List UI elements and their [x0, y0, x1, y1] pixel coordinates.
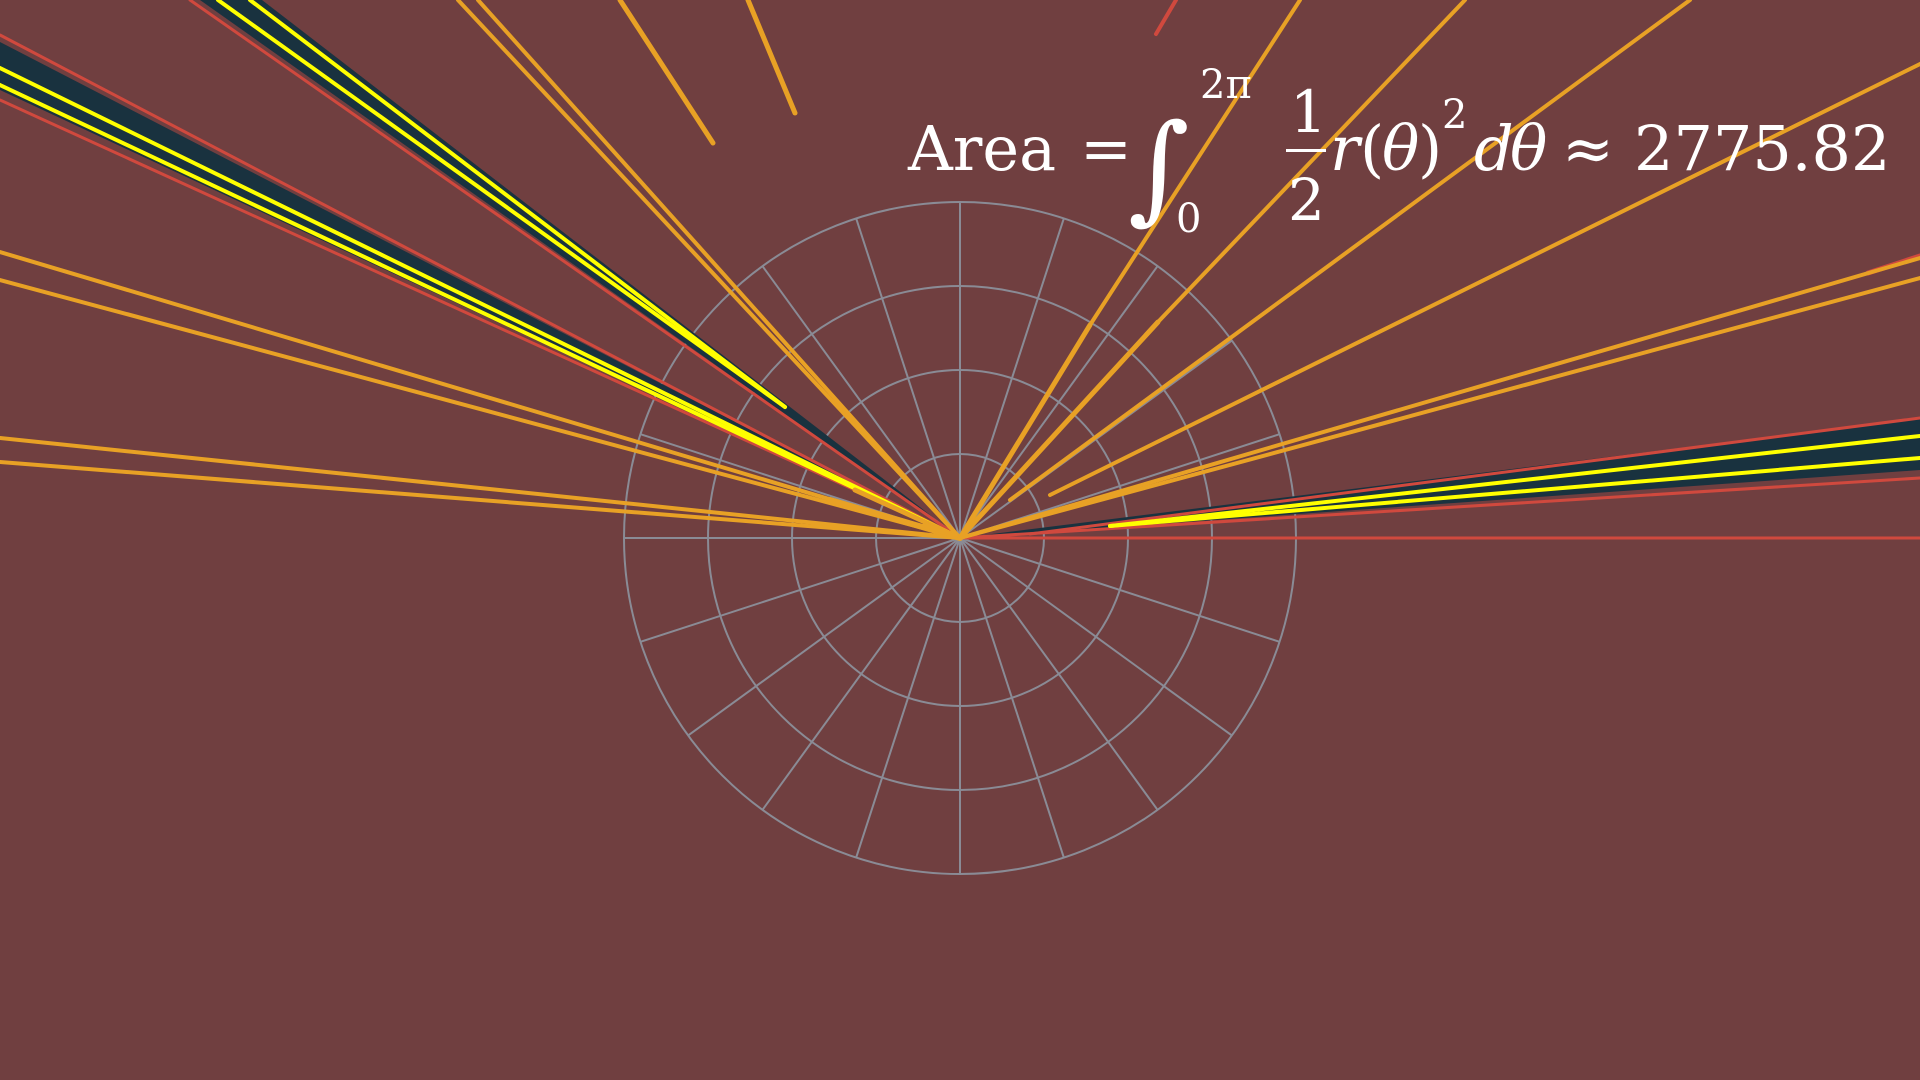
polar-curve-segment: [1008, 0, 1692, 502]
fraction-bar: [1286, 149, 1326, 152]
petal-fill: [0, 42, 960, 538]
grid-spoke: [855, 537, 961, 858]
differential-d: d: [1474, 112, 1514, 185]
integrand-theta: θ: [1382, 112, 1419, 185]
grid-spoke: [855, 218, 961, 539]
integral-sign: ∫: [1128, 98, 1189, 236]
polar-curve-segment: [958, 476, 1920, 540]
polar-curve-segment: [0, 460, 962, 540]
polar-curve-segment: [248, 0, 787, 409]
grid-spoke: [959, 218, 1065, 539]
formula-lhs: Area: [907, 112, 1056, 185]
polar-curve-segment: [1088, 0, 1302, 327]
area-formula: Area = ∫ 2π 0 1 2 r ( θ ) 2 d θ ≈ 2775.8…: [907, 62, 1890, 242]
polar-curve-segment: [617, 0, 716, 146]
integral-lower-limit: 0: [1176, 196, 1201, 242]
integrand-open-paren: (: [1360, 112, 1384, 185]
polar-curve-segment: [1028, 416, 1920, 536]
integral-upper-limit: 2π: [1200, 62, 1252, 108]
area-value: 2775.82: [1634, 112, 1890, 185]
polar-curve-segment: [188, 0, 962, 540]
polar-curve-segment: [476, 0, 962, 540]
grid-spoke: [959, 537, 1065, 858]
polar-curve-segment: [0, 278, 962, 540]
fraction-numerator: 1: [1290, 78, 1327, 146]
grid-spoke: [959, 537, 1280, 643]
grid-spoke: [761, 265, 961, 539]
polar-curve-segment: [0, 250, 962, 540]
polar-curve-segment: [0, 83, 962, 540]
polar-curve-segment: [0, 436, 962, 540]
polar-curve-segment: [456, 0, 962, 540]
polar-curve-segment: [958, 276, 1920, 540]
grid-spoke: [959, 537, 1233, 737]
polar-curve-segment: [0, 33, 962, 540]
polar-curve-segment: [216, 0, 787, 409]
polar-curve-segment: [922, 522, 963, 541]
integrand-r: r: [1330, 112, 1363, 185]
polar-curve-segment: [1108, 456, 1920, 528]
grid-spoke: [959, 537, 1159, 811]
polar-curve-segment: [957, 319, 1161, 541]
polar-curve-segment: [0, 98, 962, 540]
polar-curve-segment: [745, 0, 798, 116]
polar-curve-segment: [1108, 434, 1920, 528]
formula-equals: =: [1080, 112, 1132, 185]
polar-curve-segment: [957, 322, 1093, 541]
polar-curve-segment: [1156, 0, 1467, 324]
grid-spoke: [640, 537, 961, 643]
polar-curve-segment: [1154, 0, 1178, 36]
differential-theta: θ: [1510, 112, 1547, 185]
polar-curve-segment: [0, 66, 962, 540]
polar-curve-lines: [0, 0, 1920, 541]
integrand-close-paren: ): [1418, 112, 1442, 185]
polar-curve-segment: [1048, 62, 1920, 497]
integrand-exponent: 2: [1442, 92, 1467, 138]
grid-spoke: [687, 537, 961, 737]
grid-spoke: [761, 537, 961, 811]
grid-spoke: [959, 265, 1159, 539]
approx-sign: ≈: [1562, 112, 1614, 185]
fraction-denominator: 2: [1288, 166, 1325, 234]
polar-curve-segment: [958, 256, 1920, 540]
